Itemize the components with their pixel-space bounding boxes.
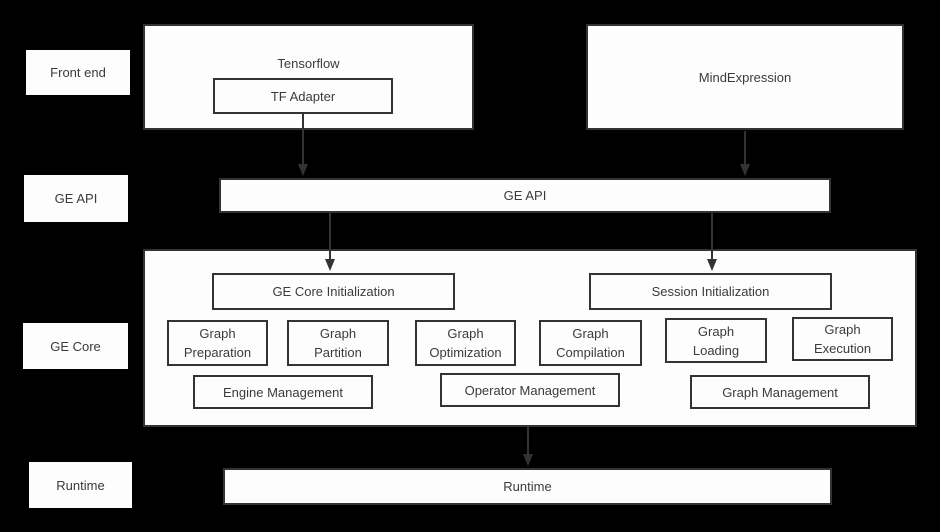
node-tensorflow: Tensorflow TF Adapter	[143, 24, 474, 130]
node-mind-expression: MindExpression	[586, 24, 904, 130]
arrow-stem	[302, 114, 304, 166]
node-graph-optimization: Graph Optimization	[415, 320, 516, 366]
node-session-initialization-label: Session Initialization	[651, 284, 770, 299]
node-graph-optimization-label: Graph Optimization	[429, 326, 502, 360]
layer-label-runtime: Runtime	[29, 462, 132, 508]
node-engine-management-label: Engine Management	[223, 384, 343, 400]
layer-label-ge-api: GE API	[24, 175, 128, 222]
node-graph-partition: Graph Partition	[287, 320, 389, 366]
node-graph-preparation: Graph Preparation	[167, 320, 268, 366]
node-ge-api-bar: GE API	[219, 178, 831, 213]
node-graph-compilation: Graph Compilation	[539, 320, 642, 366]
node-operator-management-label: Operator Management	[464, 382, 596, 398]
node-graph-management: Graph Management	[690, 375, 870, 409]
layer-label-runtime-text: Runtime	[56, 477, 105, 493]
node-ge-core-initialization-label: GE Core Initialization	[272, 284, 395, 299]
node-session-initialization: Session Initialization	[589, 273, 832, 310]
layer-label-front-end: Front end	[26, 50, 130, 95]
node-operator-management: Operator Management	[440, 373, 620, 407]
node-engine-management: Engine Management	[193, 375, 373, 409]
node-ge-core-container: GE Core Initialization Session Initializ…	[143, 249, 917, 427]
node-mind-expression-label: MindExpression	[698, 69, 792, 85]
arrow-head-icon	[523, 454, 533, 466]
node-ge-core-initialization: GE Core Initialization	[212, 273, 455, 310]
node-ge-api-bar-label: GE API	[503, 188, 547, 203]
arrow-stem	[711, 213, 713, 261]
node-runtime-bar: Runtime	[223, 468, 832, 505]
arrow-ge-api-to-ge-core-init	[325, 213, 335, 271]
arrow-head-icon	[325, 259, 335, 271]
node-graph-loading: Graph Loading	[665, 318, 767, 363]
node-graph-execution: Graph Execution	[792, 317, 893, 361]
node-graph-partition-label: Graph Partition	[314, 326, 362, 360]
node-graph-execution-label: Graph Execution	[813, 322, 872, 356]
node-graph-loading-label: Graph Loading	[692, 323, 740, 358]
node-tf-adapter: TF Adapter	[213, 78, 393, 114]
node-graph-compilation-label: Graph Compilation	[556, 326, 625, 360]
node-graph-preparation-label: Graph Preparation	[183, 326, 252, 360]
arrow-stem	[744, 131, 746, 166]
layer-label-ge-core-text: GE Core	[50, 338, 101, 354]
node-runtime-bar-label: Runtime	[503, 479, 552, 494]
node-tf-adapter-label: TF Adapter	[270, 88, 336, 104]
arrow-ge-core-to-runtime	[523, 427, 533, 466]
layer-label-front-end-text: Front end	[50, 65, 106, 80]
arrow-stem	[527, 427, 529, 456]
arrow-head-icon	[707, 259, 717, 271]
arrow-ge-api-to-session-init	[707, 213, 717, 271]
node-tensorflow-label: Tensorflow	[277, 56, 340, 71]
layer-label-ge-api-text: GE API	[54, 191, 98, 206]
node-graph-management-label: Graph Management	[722, 384, 838, 400]
arrow-stem	[329, 213, 331, 261]
arrow-tf-adapter-to-ge-api	[298, 114, 308, 176]
arrow-mind-expression-to-ge-api	[740, 131, 750, 176]
arrow-head-icon	[740, 164, 750, 176]
layer-label-ge-core: GE Core	[23, 323, 128, 369]
arrow-head-icon	[298, 164, 308, 176]
